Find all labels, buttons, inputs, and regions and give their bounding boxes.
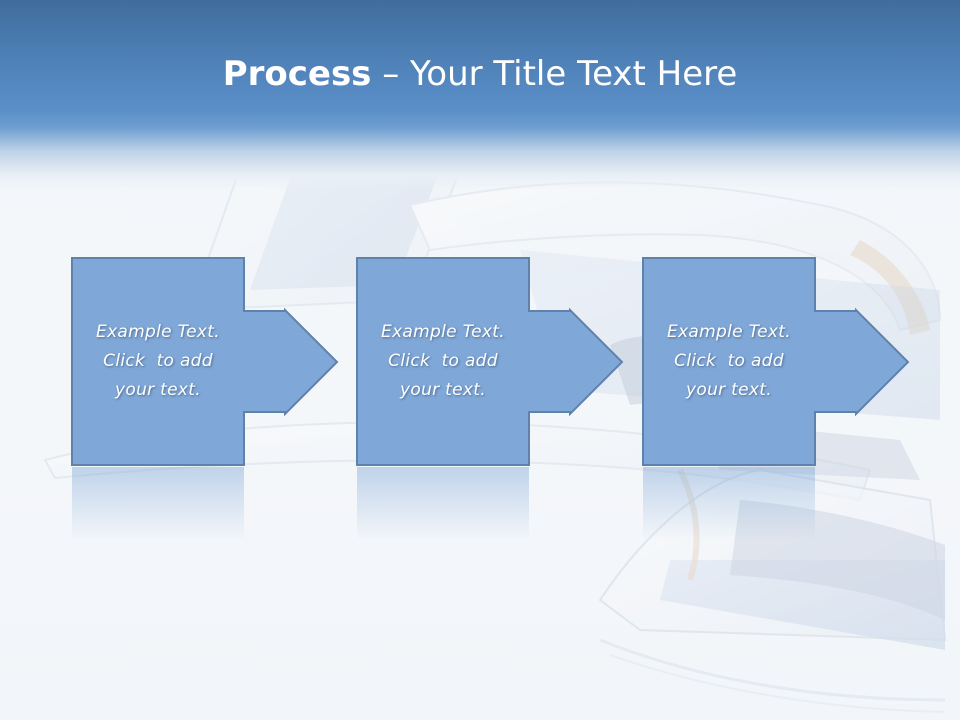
slide-title[interactable]: Process – Your Title Text Here [0,52,960,96]
process-step-2-text[interactable]: Example Text. Click to add your text. [357,258,529,465]
step-3-line-1: Example Text. [667,322,791,342]
process-step-3-text[interactable]: Example Text. Click to add your text. [643,258,815,465]
title-light: – Your Title Text Here [371,54,738,94]
step-1-line-3: your text. [115,380,201,400]
step-2-line-1: Example Text. [381,322,505,342]
process-step-3-shape[interactable] [642,257,910,466]
process-step-1-text[interactable]: Example Text. Click to add your text. [72,258,244,465]
step-2-line-3: your text. [400,380,486,400]
process-step-1-shape[interactable] [71,257,339,466]
step-2-line-2: Click to add [388,351,498,371]
process-step-3-reflection [643,467,815,540]
process-step-2-shape[interactable] [356,257,624,466]
title-strong: Process [222,54,372,94]
title-band [0,0,960,190]
process-step-1-reflection [72,467,244,540]
step-1-line-1: Example Text. [96,322,220,342]
step-3-line-2: Click to add [674,351,784,371]
step-3-line-3: your text. [686,380,772,400]
step-1-line-2: Click to add [103,351,213,371]
process-step-2-reflection [357,467,529,540]
